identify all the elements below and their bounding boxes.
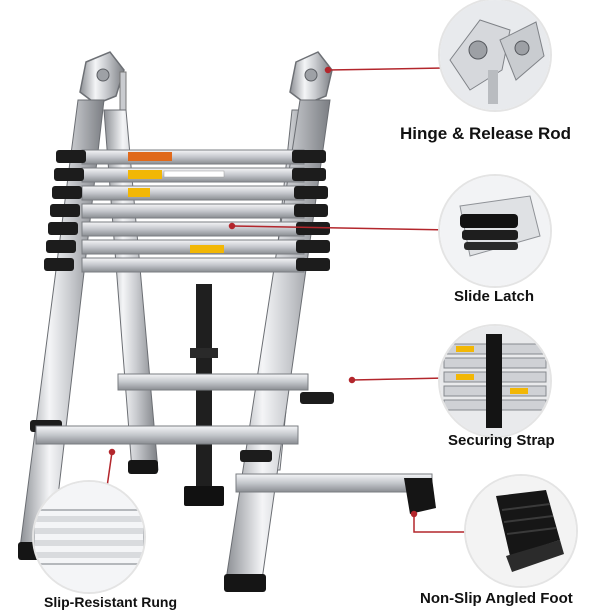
collapsed-rung-stack bbox=[81, 149, 305, 273]
warning-sticker bbox=[128, 170, 162, 179]
danger-sticker bbox=[128, 152, 172, 161]
securing-strap bbox=[184, 284, 224, 506]
non-slip-foot-callout-label: Non-Slip Angled Foot bbox=[420, 590, 573, 607]
collars-left bbox=[30, 150, 86, 432]
hinge-callout-label: Hinge & Release Rod bbox=[400, 124, 571, 143]
hinge-closeup-thumbnail bbox=[440, 0, 550, 110]
slide-latch-closeup-thumbnail bbox=[440, 176, 550, 286]
rail-front-left bbox=[19, 99, 105, 549]
rung-callout-label: Slip-Resistant Rung bbox=[44, 594, 178, 610]
non-slip-foot-closeup-thumbnail bbox=[466, 476, 576, 586]
securing-strap-closeup-thumbnail bbox=[440, 326, 550, 436]
slide-latch-callout-label: Slide Latch bbox=[454, 288, 535, 305]
collars-right bbox=[240, 150, 334, 462]
lower-rungs bbox=[35, 373, 433, 493]
rung-closeup-thumbnail bbox=[34, 482, 144, 592]
securing-strap-callout-label: Securing Strap bbox=[448, 432, 555, 449]
hinge-right bbox=[289, 51, 333, 105]
